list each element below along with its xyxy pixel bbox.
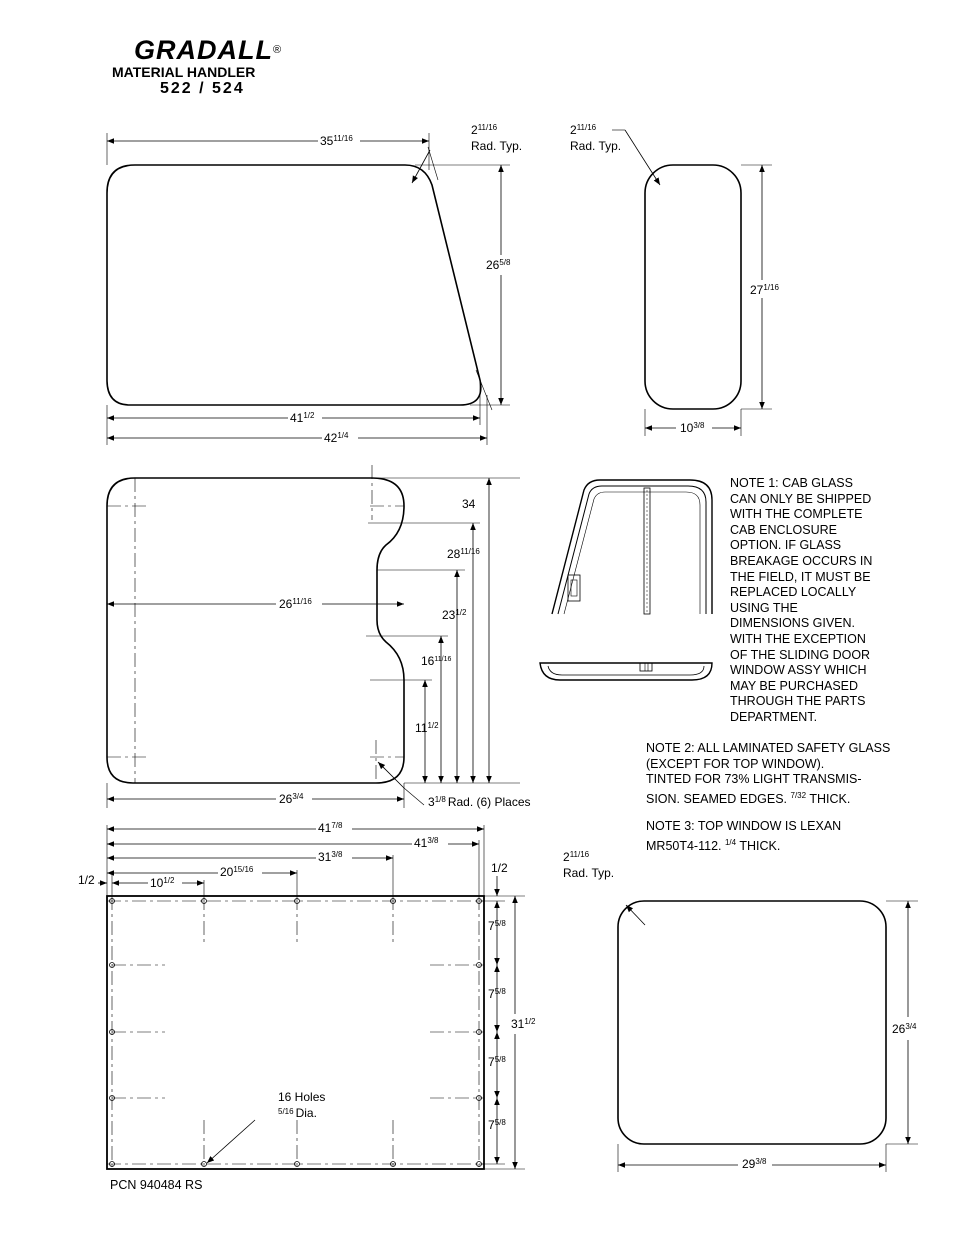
logo-registered-mark: ® — [272, 44, 283, 56]
mounting-hole — [109, 1095, 115, 1101]
hole-leader — [206, 1119, 256, 1164]
label-top-window-radius-typ: Rad. Typ. — [563, 866, 614, 880]
logo-brand: GRADALL® — [134, 36, 312, 64]
note-3-thickness: 1/4 — [724, 837, 737, 847]
label-h-11: 111/2 — [415, 721, 439, 735]
label-top-window-radius: 211/16 — [563, 850, 590, 864]
panel-holes-outline — [106, 895, 485, 1170]
radius-leader — [411, 149, 431, 184]
label-narrow-radius: 211/16 — [570, 123, 597, 137]
label-holes: 16 Holes — [278, 1090, 325, 1104]
label-left-offset: 1/2 — [78, 873, 95, 887]
mounting-hole — [294, 898, 300, 904]
label-top-offset: 1/2 — [491, 861, 508, 875]
label-top-window-width: 293/8 — [742, 1157, 767, 1171]
mounting-hole — [294, 1161, 300, 1167]
panel-narrow — [612, 129, 772, 436]
panel-narrow-outline — [644, 164, 742, 410]
label-w-31-3-8: 313/8 — [318, 850, 343, 864]
label-top-width: 3511/16 — [320, 134, 353, 148]
label-spacing-2: 75/8 — [488, 987, 506, 1001]
mounting-hole — [109, 1161, 115, 1167]
panel-top-window-labels: 263/4 293/8 211/16 Rad. Typ. — [563, 850, 917, 1171]
label-radius-typ: Rad. Typ. — [471, 139, 522, 153]
label-spacing-4: 75/8 — [488, 1118, 506, 1132]
top-window-radius-leader — [625, 904, 646, 926]
label-width-inner: 2611/16 — [279, 597, 312, 611]
panel-trapezoid — [106, 133, 510, 445]
mounting-hole — [390, 1161, 396, 1167]
label-bottom-outer: 421/4 — [324, 431, 349, 445]
label-h-28: 2811/16 — [447, 547, 480, 561]
note-3-text: NOTE 3: TOP WINDOW IS LEXAN MR50T4-112. — [646, 819, 842, 853]
label-narrow-radius-typ: Rad. Typ. — [570, 139, 621, 153]
gradall-logo: GRADALL® MATERIAL HANDLER 522 / 524 — [112, 36, 312, 98]
notched-radius-leader — [403, 787, 425, 806]
label-bottom-inner: 411/2 — [290, 411, 315, 425]
label-h-34: 34 — [462, 497, 476, 511]
panel-narrow-labels: 271/16 103/8 211/16 Rad. Typ. — [570, 123, 779, 435]
panel-trapezoid-labels: 3511/16 411/2 421/4 265/8 211/16 Rad. Ty… — [290, 123, 522, 445]
label-w-10-1-2: 101/2 — [150, 876, 175, 890]
mounting-hole — [201, 1161, 207, 1167]
note-2-thickness: 7/32 — [790, 790, 807, 800]
mounting-hole — [201, 898, 207, 904]
panel-notched — [106, 465, 520, 808]
note-3: NOTE 3: TOP WINDOW IS LEXAN MR50T4-112. … — [646, 819, 841, 854]
logo-model: 522 / 524 — [160, 80, 245, 97]
mounting-hole — [476, 962, 482, 968]
label-w-41-3-8: 413/8 — [414, 836, 439, 850]
label-spacing-3: 75/8 — [488, 1055, 506, 1069]
label-w-41-7-8: 417/8 — [318, 821, 343, 835]
panel-trapezoid-outline — [106, 164, 482, 406]
label-height: 265/8 — [486, 258, 511, 272]
label-width-bottom: 263/4 — [279, 792, 304, 806]
label-narrow-width: 103/8 — [680, 421, 705, 435]
logo-subtitle: MATERIAL HANDLER — [112, 64, 256, 80]
note-3-thick-label: THICK. — [739, 838, 781, 853]
mounting-hole — [476, 1029, 482, 1035]
label-spacing-1: 75/8 — [488, 919, 506, 933]
panel-holes — [98, 825, 525, 1170]
label-total-height: 311/2 — [511, 1017, 536, 1031]
label-narrow-height: 271/16 — [750, 283, 779, 297]
panel-notched-outline — [106, 477, 405, 784]
note-2-text: NOTE 2: ALL LAMINATED SAFETY GLASS (EXCE… — [646, 741, 891, 806]
label-radius: 211/16 — [471, 123, 498, 137]
pcn-footer: PCN 940484 RS — [110, 1178, 203, 1192]
note-1: NOTE 1: CAB GLASS CAN ONLY BE SHIPPED WI… — [730, 476, 873, 724]
panel-holes-labels: 417/8 413/8 313/8 2015/16 101/2 1/2 1/2 … — [78, 821, 536, 1132]
mounting-hole — [476, 1095, 482, 1101]
note-2: NOTE 2: ALL LAMINATED SAFETY GLASS (EXCE… — [646, 741, 890, 808]
mounting-holes — [109, 898, 482, 1167]
mounting-hole — [109, 898, 115, 904]
note-2-thick-label: THICK. — [809, 791, 851, 806]
mounting-hole — [109, 1029, 115, 1035]
label-h-23: 231/2 — [442, 608, 467, 622]
mounting-hole — [109, 962, 115, 968]
sliding-door-window-sketch — [539, 479, 713, 681]
logo-brand-text: GRADALL — [134, 35, 273, 65]
mounting-hole — [390, 898, 396, 904]
label-w-20-15-16: 2015/16 — [220, 865, 254, 879]
label-h-16: 1611/16 — [421, 654, 451, 668]
panel-notched-labels: 34 2811/16 231/2 1611/16 111/2 2611/16 2… — [279, 497, 531, 809]
panel-top-window — [617, 900, 918, 1172]
label-top-window-height: 263/4 — [892, 1022, 917, 1036]
panel-top-window-outline — [617, 900, 887, 1145]
